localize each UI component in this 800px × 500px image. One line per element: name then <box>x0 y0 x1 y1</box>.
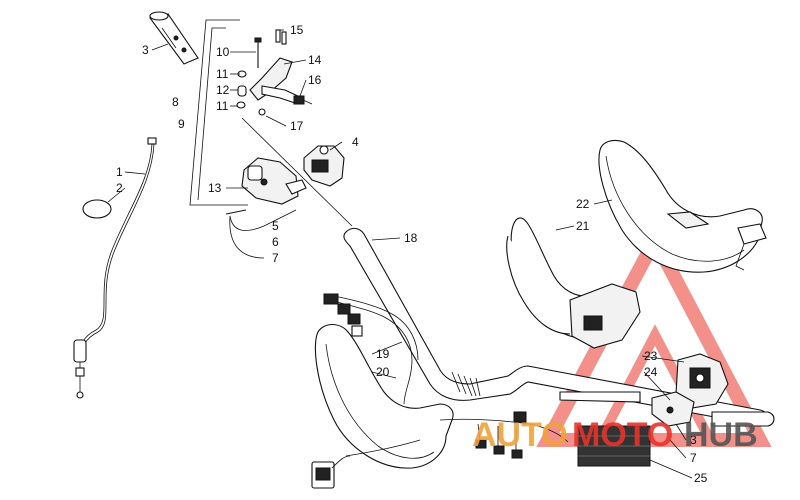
callout-21: 21 <box>576 219 590 233</box>
callout-11a: 11 <box>216 67 229 81</box>
watermark-text: AUTO MOTO HUB <box>472 416 758 454</box>
callout-3b: 3 <box>690 433 697 447</box>
callout-5: 5 <box>272 219 279 233</box>
right-hand-guard-part <box>598 139 767 273</box>
callout-leader-lines <box>107 29 693 479</box>
callout-20: 20 <box>376 365 390 379</box>
fastener-hardware <box>236 29 287 109</box>
switch-housing-part <box>303 145 345 187</box>
throttle-cable-part <box>73 137 157 399</box>
callout-11b: 11 <box>216 99 229 113</box>
callout-13: 13 <box>208 181 222 195</box>
callout-3: 3 <box>142 43 149 57</box>
callout-22: 22 <box>576 197 590 211</box>
callout-12: 12 <box>216 83 230 97</box>
callout-1: 1 <box>116 165 123 179</box>
heater-element-part <box>577 425 651 467</box>
callout-9: 9 <box>178 117 185 131</box>
watermark-text-hub: HUB <box>684 416 758 454</box>
callout-23: 23 <box>644 349 658 363</box>
callout-2: 2 <box>116 181 123 195</box>
callout-24: 24 <box>644 365 658 379</box>
callout-7b: 7 <box>690 451 697 465</box>
callout-15: 15 <box>290 23 304 37</box>
callout-6: 6 <box>272 235 279 249</box>
callout-labels: 1 2 3 4 5 6 7 8 9 10 11 11 12 13 14 15 1… <box>116 23 708 485</box>
throttle-housing-part <box>225 157 307 215</box>
callout-14: 14 <box>308 53 322 67</box>
callout-8: 8 <box>172 95 179 109</box>
callout-4: 4 <box>352 135 359 149</box>
throttle-lever-part <box>249 57 313 116</box>
callout-25: 25 <box>694 471 708 485</box>
callout-10: 10 <box>216 45 230 59</box>
callout-7: 7 <box>272 251 279 265</box>
hand-grip-part <box>149 11 199 65</box>
assembly-bracket-lines <box>189 19 248 206</box>
callout-18: 18 <box>404 231 418 245</box>
watermark-text-moto: MOTO <box>572 416 673 454</box>
callout-17: 17 <box>290 119 304 133</box>
hand-guard-mount-part <box>506 217 641 349</box>
callout-16: 16 <box>308 73 322 87</box>
right-switch-assembly-part <box>651 353 775 427</box>
left-hand-guard-part <box>314 323 454 469</box>
wiring-harness-part <box>311 293 569 489</box>
callout-19: 19 <box>376 347 390 361</box>
watermark-text-auto: AUTO <box>472 416 568 454</box>
assembly-axis-line <box>241 117 353 227</box>
